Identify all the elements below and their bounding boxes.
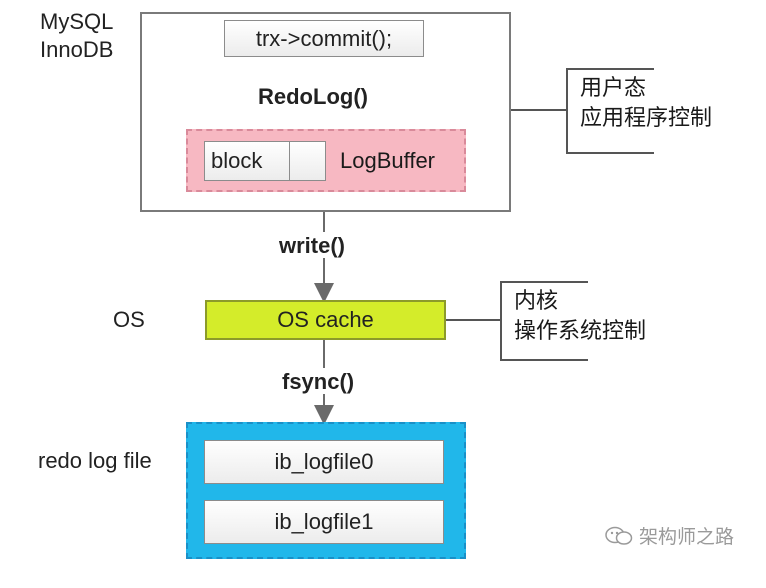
block-divider [289, 142, 290, 180]
kernel-note-line2: 操作系统控制 [514, 319, 647, 344]
redo-log-file-label: redo log file [38, 448, 152, 473]
watermark: 架构师之路 [605, 522, 734, 549]
logfile0-text: ib_logfile0 [274, 449, 374, 474]
user-space-note: 用户态 应用程序控制 [566, 68, 713, 154]
logbuffer-text: LogBuffer [340, 148, 436, 173]
chat-bubble-icon [605, 526, 633, 545]
commit-box: trx->commit(); [224, 20, 424, 57]
fsync-label: fsync() [282, 369, 355, 394]
user-note-line2: 应用程序控制 [580, 106, 713, 131]
logfile1-text: ib_logfile1 [274, 509, 374, 534]
commit-text: trx->commit(); [255, 25, 393, 51]
os-label: OS [113, 307, 145, 332]
watermark-text: 架构师之路 [639, 526, 735, 548]
mysql-label: MySQL InnoDB [40, 8, 113, 64]
redo-log-file-box: ib_logfile0 ib_logfile1 [186, 422, 466, 559]
block-text: block [211, 148, 263, 173]
mysql-label-line2: InnoDB [40, 37, 114, 62]
mysql-label-line1: MySQL [40, 9, 114, 34]
write-label: write() [279, 233, 345, 258]
oscache-box: OS cache [205, 300, 446, 340]
block-cell: block [204, 141, 326, 181]
redolog-label: RedoLog() [258, 84, 368, 109]
logfile0-box: ib_logfile0 [204, 440, 444, 484]
logbuffer-box: block LogBuffer [186, 129, 466, 192]
logfile1-box: ib_logfile1 [204, 500, 444, 544]
kernel-note: 内核 操作系统控制 [500, 281, 647, 361]
user-note-line1: 用户态 [580, 76, 647, 101]
oscache-text: OS cache [277, 307, 374, 332]
kernel-note-line1: 内核 [514, 289, 559, 314]
